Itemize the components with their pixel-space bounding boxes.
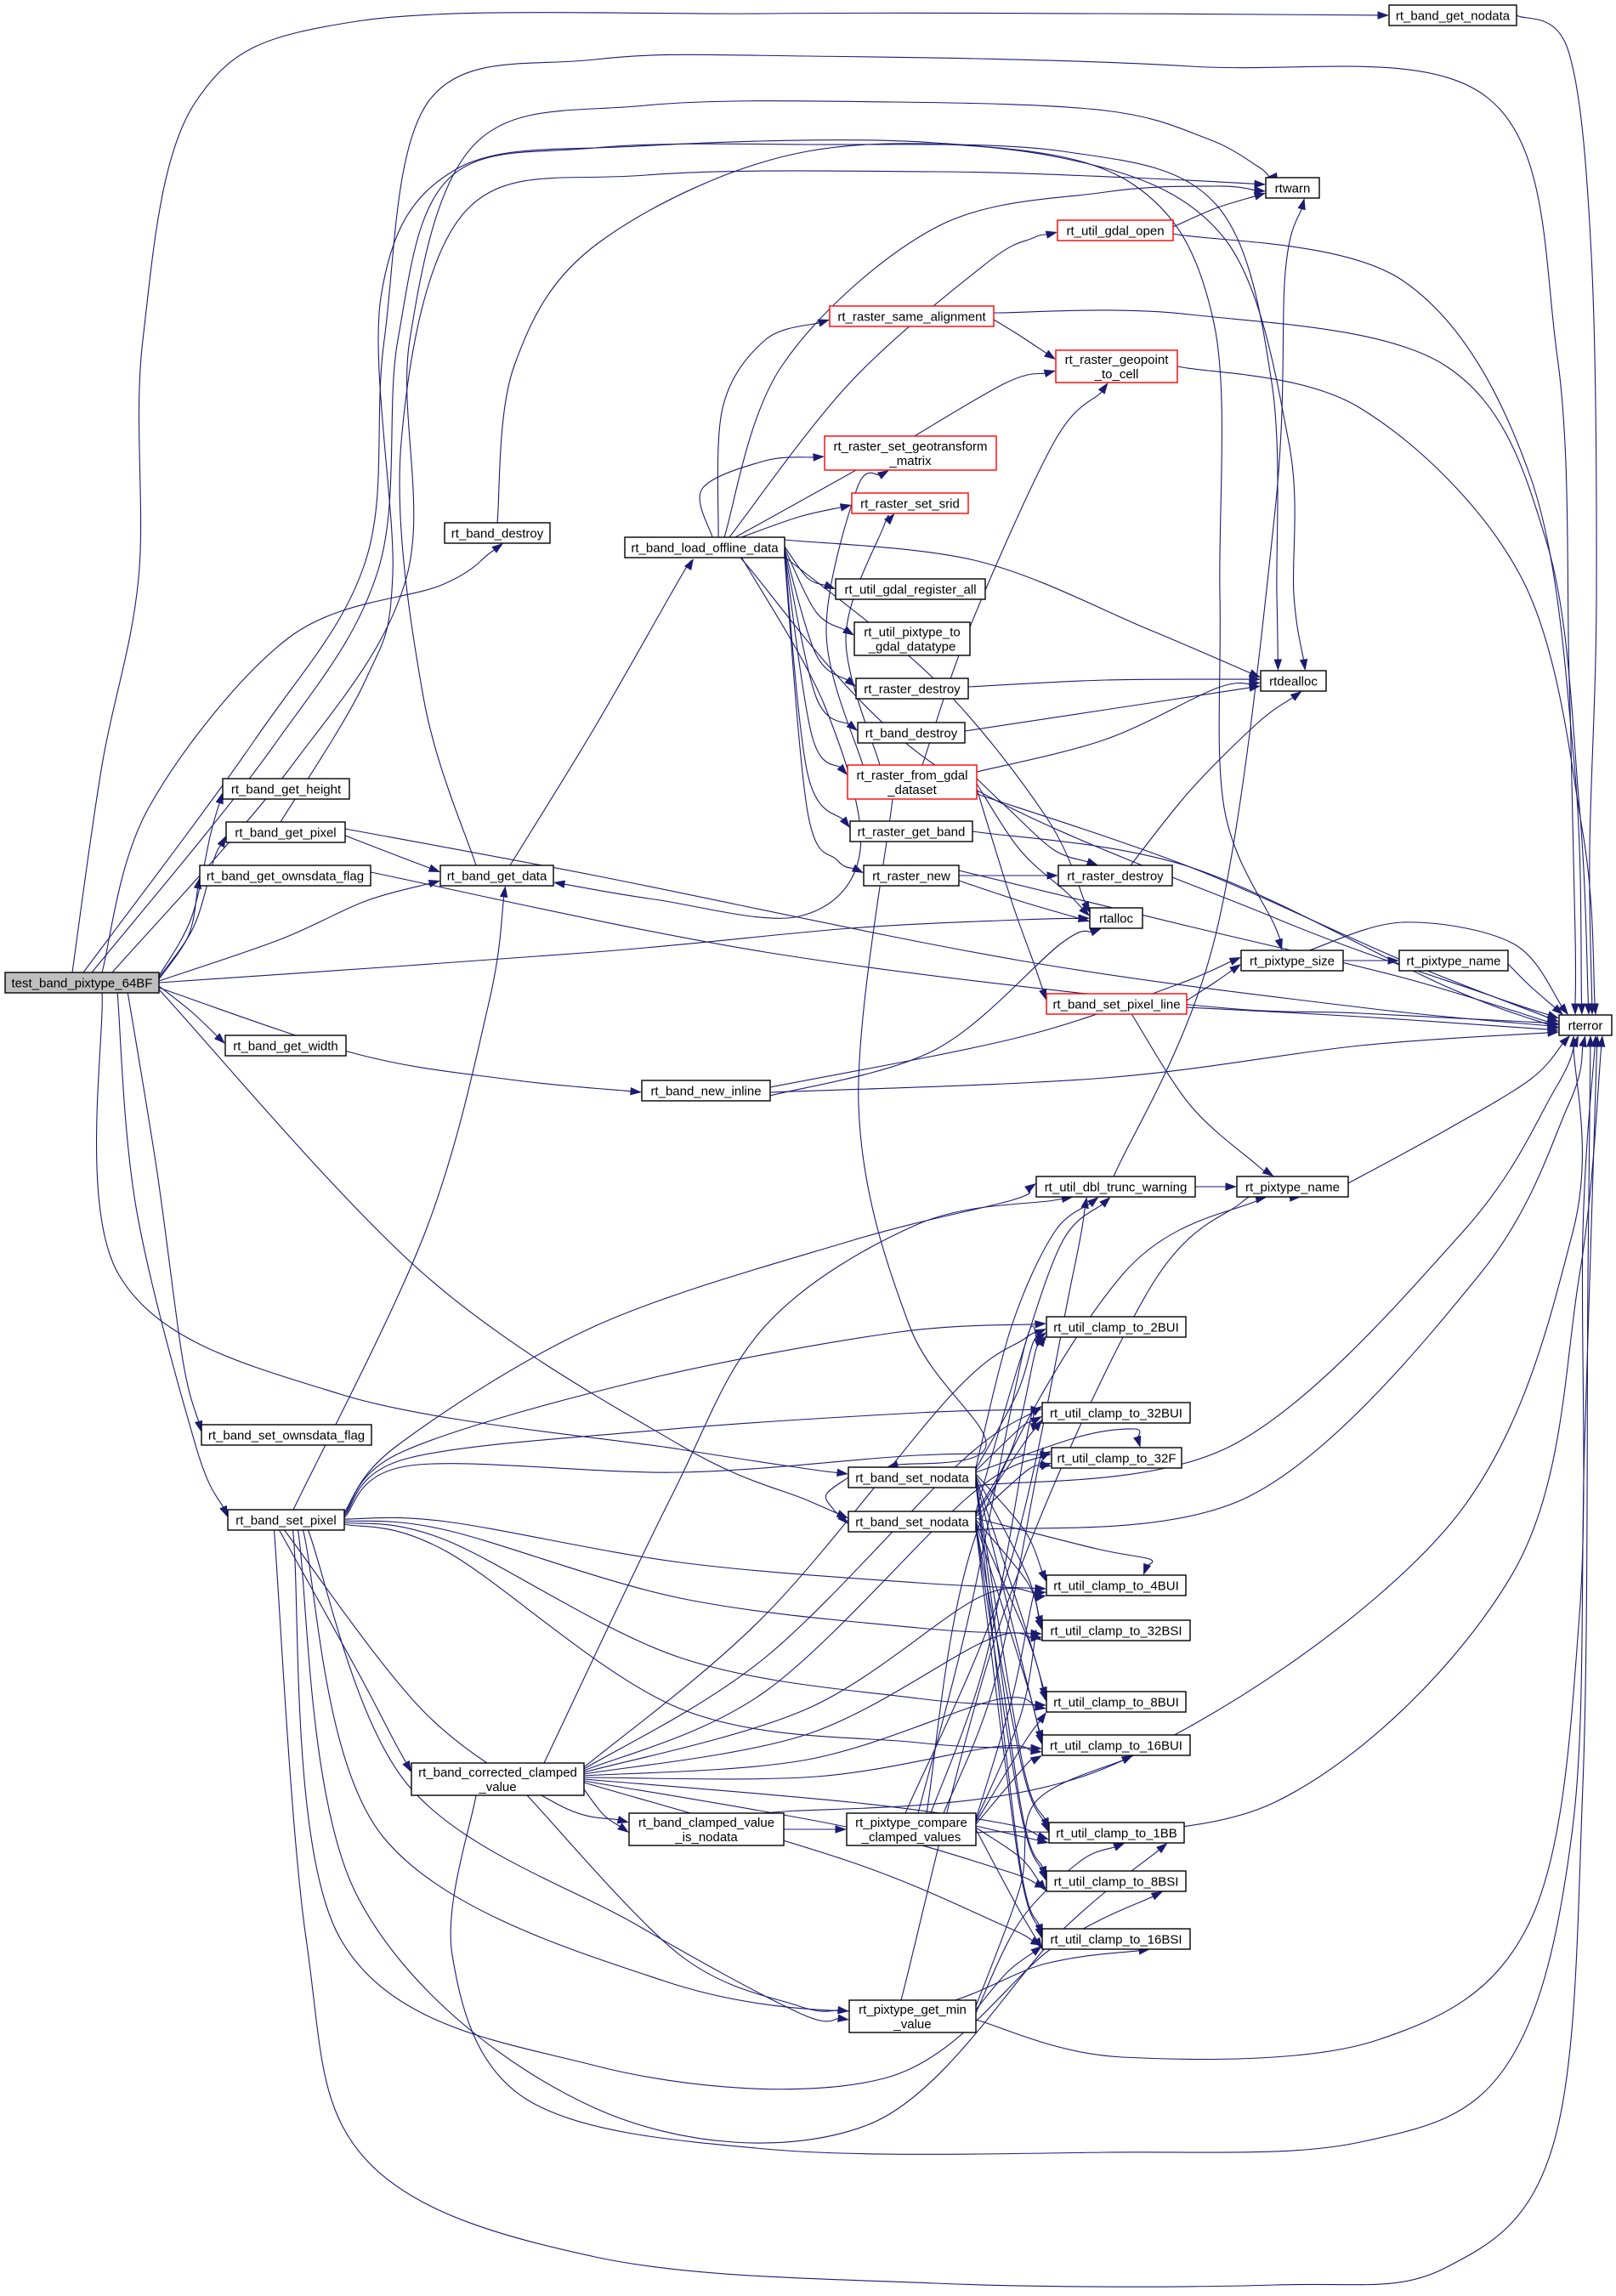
svg-text:rt_raster_same_alignment: rt_raster_same_alignment bbox=[837, 310, 986, 325]
svg-text:rt_util_dbl_trunc_warning: rt_util_dbl_trunc_warning bbox=[1045, 1181, 1188, 1195]
svg-text:rt_band_new_inline: rt_band_new_inline bbox=[650, 1085, 761, 1099]
svg-text:rtalloc: rtalloc bbox=[1099, 912, 1134, 927]
svg-text:_matrix: _matrix bbox=[888, 454, 932, 468]
svg-text:rt_band_set_pixel: rt_band_set_pixel bbox=[235, 1514, 336, 1528]
svg-text:rt_raster_from_gdal: rt_raster_from_gdal bbox=[857, 768, 968, 783]
svg-text:rt_band_get_width: rt_band_get_width bbox=[233, 1040, 337, 1054]
svg-text:rt_util_clamp_to_1BB: rt_util_clamp_to_1BB bbox=[1056, 1827, 1177, 1841]
svg-text:_is_nodata: _is_nodata bbox=[674, 1830, 738, 1845]
svg-text:rt_util_gdal_open: rt_util_gdal_open bbox=[1066, 224, 1164, 239]
svg-text:_gdal_datatype: _gdal_datatype bbox=[868, 640, 956, 655]
svg-text:rt_util_clamp_to_2BUI: rt_util_clamp_to_2BUI bbox=[1053, 1321, 1179, 1335]
svg-text:rt_util_clamp_to_32BSI: rt_util_clamp_to_32BSI bbox=[1050, 1624, 1182, 1639]
svg-text:test_band_pixtype_64BF: test_band_pixtype_64BF bbox=[12, 977, 153, 991]
svg-text:rt_pixtype_get_min: rt_pixtype_get_min bbox=[859, 2003, 967, 2017]
svg-text:rt_band_get_nodata: rt_band_get_nodata bbox=[1396, 9, 1511, 24]
svg-text:rt_raster_destroy: rt_raster_destroy bbox=[864, 683, 961, 697]
svg-text:rt_band_load_offline_data: rt_band_load_offline_data bbox=[631, 541, 779, 556]
svg-text:rt_util_gdal_register_all: rt_util_gdal_register_all bbox=[844, 583, 976, 598]
svg-text:rtdealloc: rtdealloc bbox=[1269, 675, 1318, 689]
svg-text:_to_cell: _to_cell bbox=[1094, 367, 1139, 382]
svg-text:rt_band_get_data: rt_band_get_data bbox=[447, 870, 547, 884]
svg-text:rt_pixtype_compare: rt_pixtype_compare bbox=[855, 1816, 967, 1830]
svg-text:rt_pixtype_name: rt_pixtype_name bbox=[1407, 955, 1501, 969]
svg-text:rt_band_set_nodata: rt_band_set_nodata bbox=[855, 1516, 969, 1530]
svg-text:rt_raster_get_band: rt_raster_get_band bbox=[858, 825, 966, 840]
svg-text:rterror: rterror bbox=[1568, 1019, 1603, 1034]
svg-text:rt_band_clamped_value: rt_band_clamped_value bbox=[638, 1816, 774, 1830]
svg-text:rt_util_pixtype_to: rt_util_pixtype_to bbox=[864, 626, 960, 640]
svg-text:_value: _value bbox=[478, 1780, 516, 1794]
svg-text:_value: _value bbox=[893, 2017, 931, 2032]
svg-text:rtwarn: rtwarn bbox=[1275, 182, 1311, 196]
svg-text:rt_band_corrected_clamped: rt_band_corrected_clamped bbox=[418, 1766, 577, 1780]
svg-text:rt_raster_set_geotransform: rt_raster_set_geotransform bbox=[834, 439, 988, 454]
svg-text:rt_pixtype_name: rt_pixtype_name bbox=[1245, 1181, 1340, 1195]
svg-text:rt_util_clamp_to_8BUI: rt_util_clamp_to_8BUI bbox=[1053, 1696, 1179, 1710]
svg-text:rt_band_set_ownsdata_flag: rt_band_set_ownsdata_flag bbox=[208, 1429, 365, 1443]
svg-text:rt_util_clamp_to_4BUI: rt_util_clamp_to_4BUI bbox=[1053, 1579, 1179, 1594]
svg-text:rt_util_clamp_to_32BUI: rt_util_clamp_to_32BUI bbox=[1050, 1407, 1182, 1421]
svg-text:_dataset: _dataset bbox=[887, 783, 937, 797]
svg-text:rt_raster_new: rt_raster_new bbox=[872, 870, 950, 884]
svg-text:rt_raster_destroy: rt_raster_destroy bbox=[1067, 870, 1164, 884]
svg-text:rt_band_set_nodata: rt_band_set_nodata bbox=[855, 1471, 969, 1486]
svg-text:rt_util_clamp_to_32F: rt_util_clamp_to_32F bbox=[1057, 1452, 1176, 1466]
svg-text:rt_band_destroy: rt_band_destroy bbox=[865, 727, 958, 741]
svg-text:rt_band_get_height: rt_band_get_height bbox=[231, 783, 342, 797]
svg-text:rt_util_clamp_to_16BUI: rt_util_clamp_to_16BUI bbox=[1050, 1739, 1182, 1754]
svg-text:_clamped_values: _clamped_values bbox=[861, 1830, 961, 1845]
svg-text:rt_band_set_pixel_line: rt_band_set_pixel_line bbox=[1052, 998, 1180, 1012]
svg-text:rt_pixtype_size: rt_pixtype_size bbox=[1250, 955, 1335, 969]
svg-text:rt_util_clamp_to_8BSI: rt_util_clamp_to_8BSI bbox=[1054, 1875, 1179, 1890]
svg-text:rt_raster_set_srid: rt_raster_set_srid bbox=[860, 497, 960, 512]
svg-text:rt_band_destroy: rt_band_destroy bbox=[451, 527, 544, 541]
svg-text:rt_band_get_ownsdata_flag: rt_band_get_ownsdata_flag bbox=[207, 870, 364, 884]
svg-text:rt_util_clamp_to_16BSI: rt_util_clamp_to_16BSI bbox=[1050, 1933, 1182, 1947]
svg-text:rt_band_get_pixel: rt_band_get_pixel bbox=[235, 826, 336, 841]
svg-text:rt_raster_geopoint: rt_raster_geopoint bbox=[1065, 353, 1170, 367]
